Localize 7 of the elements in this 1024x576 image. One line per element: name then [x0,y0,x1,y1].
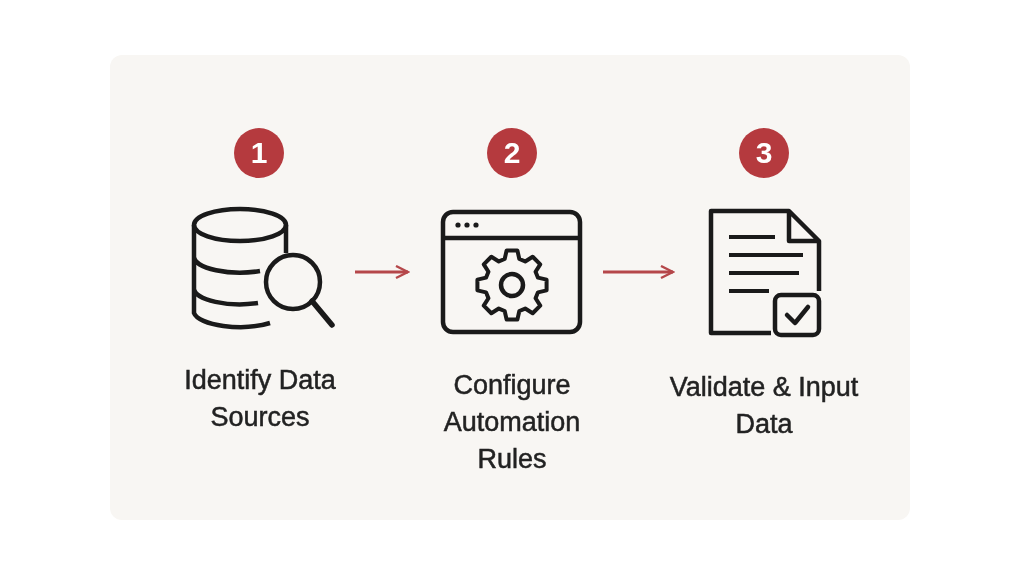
step-label: Validate & Input Data [668,371,860,441]
step-label: Identify Data Sources [183,364,337,434]
database-search-icon [190,205,335,330]
browser-gear-icon [440,210,583,335]
arrow [355,264,410,280]
arrow [603,264,675,280]
step-label: Configure Automation Rules [442,369,582,476]
